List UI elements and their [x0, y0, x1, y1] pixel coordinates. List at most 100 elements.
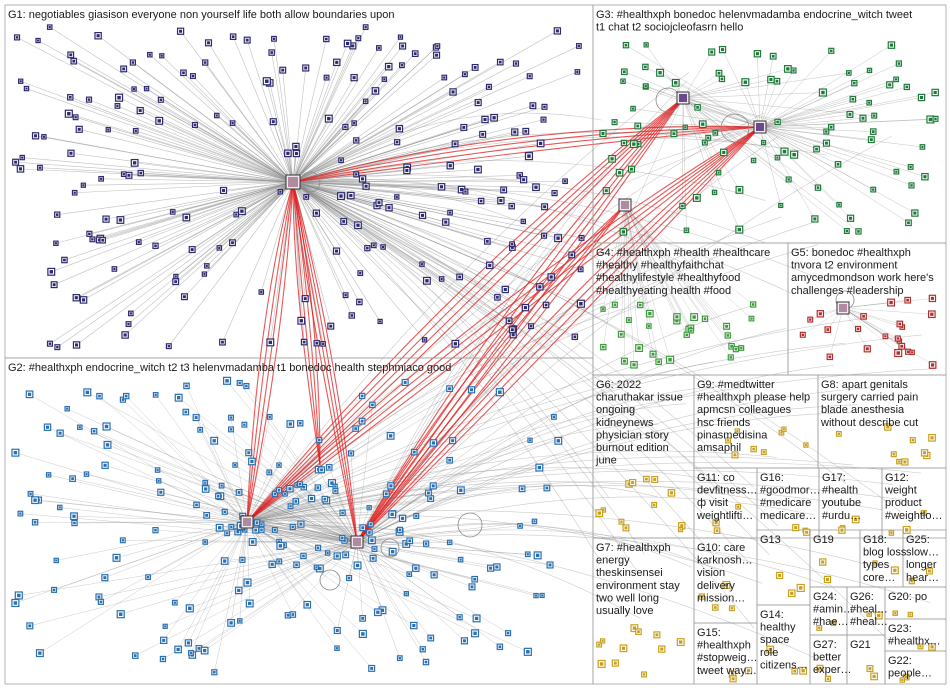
network-node-avatar [613, 120, 616, 124]
network-node-avatar [203, 648, 207, 653]
network-edge [292, 181, 384, 248]
network-node-avatar [487, 85, 491, 89]
network-node-avatar [403, 380, 407, 384]
network-node-avatar [868, 101, 871, 104]
mutual-edge [246, 97, 684, 523]
network-node-avatar [658, 71, 662, 75]
network-node-avatar [463, 73, 467, 76]
network-node-avatar [47, 473, 50, 476]
network-node-avatar [426, 491, 430, 495]
network-node-avatar [825, 130, 828, 133]
network-edge [138, 181, 294, 243]
network-edge [303, 541, 358, 557]
network-node-avatar [755, 52, 759, 56]
network-node-avatar [184, 215, 188, 220]
group-label-line: environment stay [596, 580, 680, 592]
network-node-avatar [351, 44, 355, 48]
network-node-avatar [342, 220, 346, 223]
network-node-avatar [893, 568, 897, 573]
network-edge [682, 97, 926, 177]
network-edge [198, 541, 358, 649]
network-node-avatar [412, 623, 416, 628]
network-edge [842, 307, 899, 354]
network-node-avatar [776, 120, 779, 124]
mutual-edge [292, 126, 761, 183]
network-edge [759, 70, 794, 128]
network-node-avatar [734, 347, 738, 351]
network-node-avatar [193, 123, 197, 127]
network-node-avatar [225, 379, 229, 383]
network-node-avatar [503, 287, 507, 291]
group-label-line: G18: [863, 534, 887, 546]
network-node-avatar [99, 600, 103, 604]
network-node-avatar [298, 421, 302, 425]
network-edge [120, 181, 294, 221]
network-node-avatar [511, 333, 515, 337]
network-node-avatar [101, 238, 105, 242]
network-node-avatar [19, 512, 22, 515]
network-node-avatar [14, 160, 18, 164]
network-edge [18, 541, 358, 596]
network-node-avatar [911, 351, 914, 354]
network-node-avatar [620, 520, 623, 523]
network-node-avatar [523, 306, 527, 310]
network-edge [356, 541, 401, 659]
network-node-avatar [930, 645, 934, 649]
network-edge [704, 126, 761, 143]
network-edge [116, 521, 248, 559]
group-label-g19: G19 [813, 534, 834, 546]
network-node-avatar [56, 345, 59, 349]
network-node-avatar [725, 324, 729, 328]
network-node-avatar [373, 547, 376, 551]
network-node-avatar [376, 610, 380, 614]
network-node-avatar [97, 595, 101, 599]
network-node-avatar [361, 526, 365, 530]
group-label-line: hear… [906, 572, 939, 584]
network-node-avatar [793, 669, 797, 673]
group-label-line: burnout edition [596, 442, 669, 454]
network-edge [759, 126, 909, 223]
network-node-avatar [260, 523, 263, 526]
mutual-edge [356, 126, 761, 543]
network-node-avatar [771, 54, 775, 58]
network-edge [292, 181, 513, 245]
cross-group-edge [356, 523, 717, 570]
network-node-avatar [832, 622, 835, 625]
network-node-avatar [335, 554, 339, 558]
network-node-avatar [255, 521, 259, 524]
network-node-avatar [174, 275, 177, 278]
network-node-avatar [736, 505, 740, 508]
network-node-avatar [220, 484, 223, 487]
network-node-avatar [498, 390, 502, 394]
group-label-line: #healthyeating health #food [596, 285, 731, 297]
group-label-line: slow… [906, 547, 939, 559]
network-node-avatar [203, 273, 206, 276]
group-label-line: #amin… [813, 604, 854, 616]
network-edge [292, 181, 360, 303]
network-edge [183, 72, 294, 183]
cross-group-edge [292, 181, 778, 526]
network-node-avatar [436, 44, 439, 48]
network-node-avatar [37, 39, 40, 42]
network-node-avatar [555, 29, 559, 33]
network-node-avatar [68, 95, 72, 99]
network-node-avatar [675, 319, 679, 323]
network-edge [292, 181, 555, 194]
network-edge [334, 486, 358, 543]
network-node-avatar [366, 246, 369, 250]
network-node-avatar [225, 532, 229, 535]
network-node-avatar [730, 344, 733, 348]
network-node-avatar [443, 76, 446, 79]
network-node-avatar [681, 204, 684, 208]
network-edge [356, 541, 435, 576]
network-node-avatar [205, 264, 208, 267]
network-node-avatar [247, 451, 251, 455]
network-node-avatar [636, 124, 640, 128]
network-node-avatar [229, 621, 233, 625]
network-node-avatar [270, 562, 274, 566]
network-node-avatar [919, 645, 922, 648]
network-edge [292, 181, 353, 316]
network-node-avatar [188, 606, 192, 611]
network-node-avatar [121, 398, 125, 401]
